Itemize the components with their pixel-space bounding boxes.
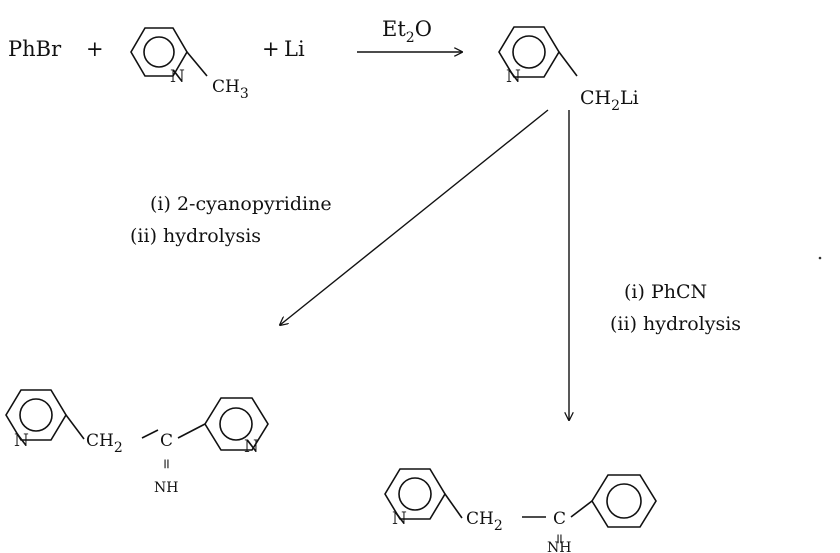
plus-sign-2: + — [262, 37, 280, 61]
picoline-methyl-bond — [186, 51, 208, 77]
right-product-imine: NH — [547, 540, 571, 553]
left-product-ch2: CH2 — [86, 431, 123, 456]
left-condition-step2: (ii) hydrolysis — [130, 225, 261, 247]
left-product-nitrogen-1: N — [14, 431, 29, 451]
left-condition-step1: (i) 2-cyanopyridine — [150, 193, 332, 215]
left-product-double-bond: = — [158, 458, 174, 470]
plus-sign-1: + — [86, 37, 104, 61]
right-condition-step2: (ii) hydrolysis — [610, 313, 741, 335]
left-product-imine: NH — [154, 480, 178, 496]
arrow-to-left-product — [280, 109, 549, 325]
picoline-nitrogen: N — [170, 67, 185, 87]
reactant-phbr: PhBr — [8, 37, 62, 61]
left-product-bond-2 — [141, 429, 159, 439]
left-product-bond-3 — [177, 423, 206, 439]
right-product-nitrogen: N — [392, 509, 407, 529]
lithiated-nitrogen: N — [506, 67, 521, 87]
picoline-methyl: CH3 — [212, 77, 249, 102]
left-product-pyridine-ring-2 — [204, 397, 269, 451]
right-product-ch2: CH2 — [466, 509, 503, 534]
left-product-bond-1 — [65, 414, 85, 440]
scan-artifact-dot — [818, 256, 822, 260]
right-product-bond-1 — [444, 493, 463, 519]
left-product-nitrogen-2: N — [244, 437, 259, 457]
lithiated-ch2li: CH2Li — [580, 87, 639, 114]
solvent-label: Et2O — [382, 17, 432, 46]
right-product-carbon: C — [553, 509, 566, 529]
right-product-benzene-ring — [591, 474, 657, 528]
lithiated-ch2-bond — [558, 51, 578, 77]
right-product-bond-3 — [570, 500, 593, 518]
right-product-double-bond: = — [551, 533, 567, 545]
left-product-carbon: C — [160, 431, 173, 451]
right-condition-step1: (i) PhCN — [624, 281, 707, 303]
reactant-lithium: Li — [284, 37, 305, 61]
